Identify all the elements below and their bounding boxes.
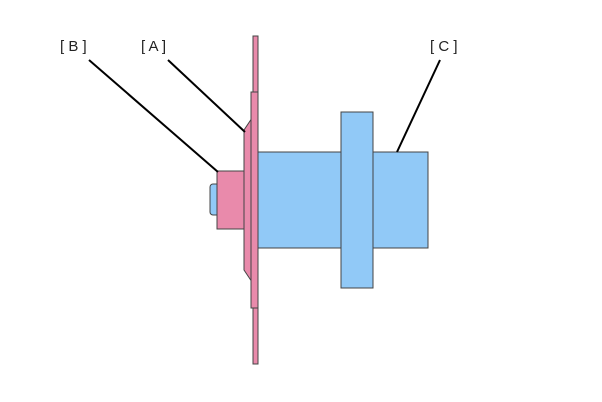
callout-label-a: [ A ] — [141, 38, 166, 55]
pink-hub — [216, 170, 248, 230]
leader-line-b — [88, 59, 219, 173]
pink-flange-shoulder — [250, 91, 259, 309]
callout-label-b: [ B ] — [60, 38, 87, 55]
leader-line-a — [167, 59, 246, 133]
callout-label-c: [ C ] — [430, 38, 458, 55]
leader-line-c — [396, 59, 441, 153]
blue-shaft-collar — [340, 111, 374, 289]
